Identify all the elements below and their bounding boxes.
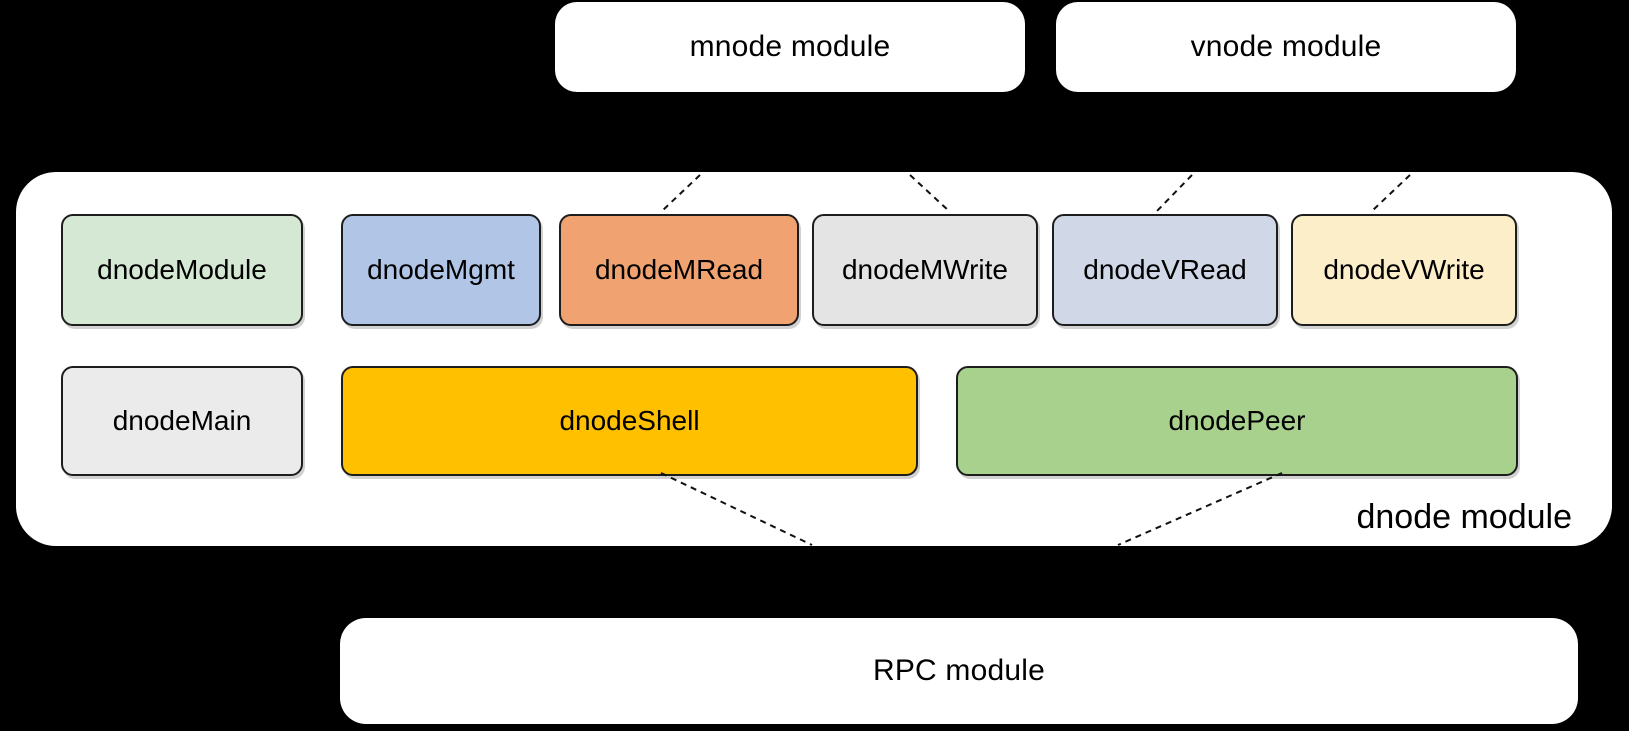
node-box-label: dnodeVRead [1083,254,1247,285]
node-box-dnodepeer[interactable]: dnodePeer [956,366,1518,476]
node-box-label: dnodeMWrite [841,254,1008,285]
dnode-module-container[interactable]: dnodeModule dnodeMgmt dnodeMRead dnodeMW… [16,172,1612,546]
node-box-label: dnodePeer [1168,405,1306,436]
mnode-module-label: mnode module [689,30,891,63]
rpc-module-label: RPC module [872,654,1046,687]
node-box-dnodemgmt[interactable]: dnodeMgmt [341,214,541,326]
node-box-label: dnodeMain [112,405,252,436]
node-box-dnodemodule[interactable]: dnodeModule [61,214,303,326]
node-box-dnodevread[interactable]: dnodeVRead [1052,214,1278,326]
node-box-dnodemread[interactable]: dnodeMRead [559,214,799,326]
dnode-module-label: dnode module [1356,498,1572,536]
node-box-label: dnodeVWrite [1323,254,1485,285]
rpc-module-box[interactable]: RPC module [340,618,1578,724]
node-box-label: dnodeModule [97,254,267,285]
node-box-label: dnodeMgmt [367,254,515,285]
node-box-dnodemain[interactable]: dnodeMain [61,366,303,476]
node-box-dnodemwrite[interactable]: dnodeMWrite [812,214,1038,326]
vnode-module-label: vnode module [1190,30,1382,63]
node-box-dnodeshell[interactable]: dnodeShell [341,366,918,476]
node-box-dnodevwrite[interactable]: dnodeVWrite [1291,214,1517,326]
mnode-module-box[interactable]: mnode module [555,2,1025,92]
node-box-label: dnodeShell [559,405,700,436]
vnode-module-box[interactable]: vnode module [1056,2,1516,92]
node-box-label: dnodeMRead [594,254,764,285]
